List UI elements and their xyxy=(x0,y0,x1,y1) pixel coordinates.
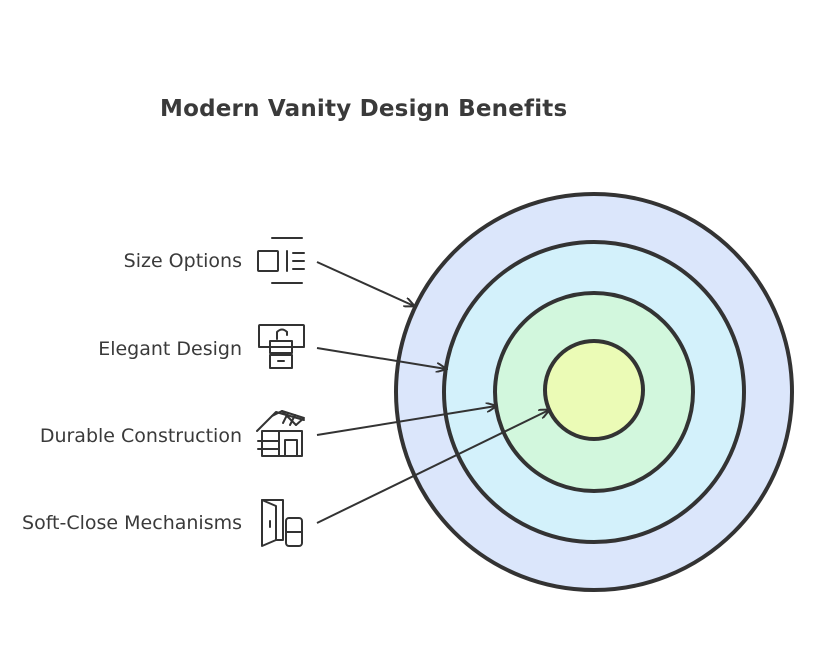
label-elegant-design: Elegant Design xyxy=(98,338,242,360)
size-options-icon xyxy=(257,237,305,284)
label-durable-construction: Durable Construction xyxy=(39,425,242,447)
arrow-durable-construction xyxy=(316,406,496,436)
house-construction-icon xyxy=(256,410,305,457)
arrow-soft-close xyxy=(316,410,549,524)
diagram-title: Modern Vanity Design Benefits xyxy=(160,96,568,122)
arrow-elegant-design xyxy=(316,347,446,369)
door-drawer-icon xyxy=(261,499,303,547)
label-soft-close-mechanisms: Soft-Close Mechanisms xyxy=(22,512,242,534)
ring-core xyxy=(543,339,645,441)
arrow-size-options xyxy=(316,261,414,306)
label-size-options: Size Options xyxy=(123,250,242,272)
vanity-cabinet-icon xyxy=(258,324,305,369)
